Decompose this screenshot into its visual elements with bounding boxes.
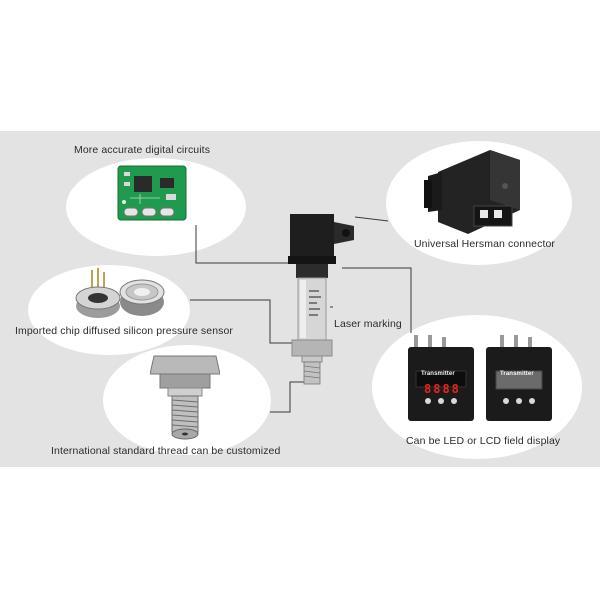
pcb-circuit-board bbox=[117, 165, 187, 221]
callout-digital-circuits: More accurate digital circuits bbox=[74, 144, 211, 156]
led-display-brand: Transmitter bbox=[421, 371, 455, 377]
led-display-digits: 8888 bbox=[424, 382, 461, 396]
pressure-transmitter bbox=[288, 214, 354, 385]
callout-hersman-connector: Universal Hersman connector bbox=[414, 238, 556, 250]
lcd-display-unit bbox=[486, 335, 552, 421]
hersman-connector-image bbox=[424, 150, 520, 234]
threaded-fitting bbox=[150, 355, 220, 440]
callout-laser-marking: Laser marking bbox=[334, 318, 402, 330]
led-display-unit bbox=[408, 335, 474, 421]
lcd-display-brand: Transmitter bbox=[500, 371, 534, 377]
callout-pressure-sensor: Imported chip diffused silicon pressure … bbox=[15, 325, 234, 337]
callout-thread: International standard thread can be cus… bbox=[51, 445, 281, 457]
callout-field-display: Can be LED or LCD field display bbox=[406, 435, 561, 447]
pressure-sensor-chips bbox=[75, 268, 165, 318]
